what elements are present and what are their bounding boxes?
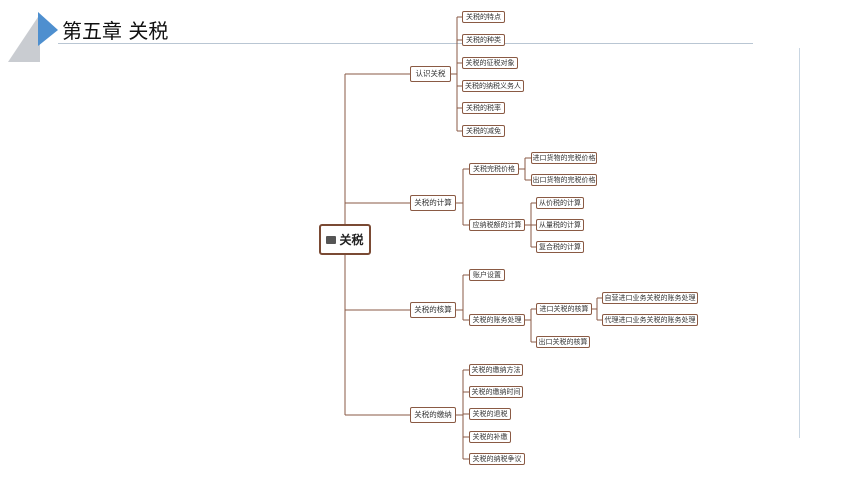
leaf-node[interactable]: 关税的纳税义务人 (462, 80, 524, 92)
leaf-node[interactable]: 代理进口业务关税的账务处理 (602, 314, 698, 326)
leaf-node[interactable]: 关税的减免 (462, 125, 505, 137)
subbranch-node[interactable]: 关税的账务处理 (469, 314, 525, 326)
leaf-node[interactable]: 关税的退税 (469, 408, 511, 420)
branch-node[interactable]: 认识关税 (410, 66, 451, 82)
branch-node[interactable]: 关税的缴纳 (410, 407, 456, 423)
subbranch-node[interactable]: 应纳税额的计算 (469, 219, 525, 231)
root-label: 关税 (339, 232, 364, 247)
mindmap-root-node[interactable]: 关税 (319, 224, 371, 255)
subbranch-node[interactable]: 进口关税的核算 (536, 303, 592, 315)
right-divider (799, 48, 800, 438)
leaf-node[interactable]: 进口货物的完税价格 (531, 152, 597, 164)
branch-node[interactable]: 关税的核算 (410, 302, 456, 318)
book-icon (326, 235, 337, 244)
subbranch-node[interactable]: 关税完税价格 (469, 163, 519, 175)
leaf-node[interactable]: 关税的缴纳时间 (469, 386, 523, 398)
leaf-node[interactable]: 关税的缴纳方法 (469, 364, 523, 376)
leaf-node[interactable]: 出口货物的完税价格 (531, 174, 597, 186)
branch-node[interactable]: 关税的计算 (410, 195, 456, 211)
leaf-node[interactable]: 出口关税的核算 (536, 336, 590, 348)
chapter-title: 第五章 关税 (62, 19, 169, 43)
leaf-node[interactable]: 从价税的计算 (536, 197, 584, 209)
leaf-node[interactable]: 关税的征税对象 (462, 57, 518, 69)
leaf-node[interactable]: 关税的纳税争议 (469, 453, 525, 465)
leaf-node[interactable]: 自营进口业务关税的账务处理 (602, 292, 698, 304)
leaf-node[interactable]: 关税的特点 (462, 11, 505, 23)
leaf-node[interactable]: 复合税的计算 (536, 241, 584, 253)
leaf-node[interactable]: 关税的补缴 (469, 431, 511, 443)
leaf-node[interactable]: 从量税的计算 (536, 219, 584, 231)
leaf-node[interactable]: 关税的种类 (462, 34, 505, 46)
title-divider (58, 43, 753, 44)
leaf-node[interactable]: 关税的税率 (462, 102, 505, 114)
leaf-node[interactable]: 账户设置 (469, 269, 505, 281)
